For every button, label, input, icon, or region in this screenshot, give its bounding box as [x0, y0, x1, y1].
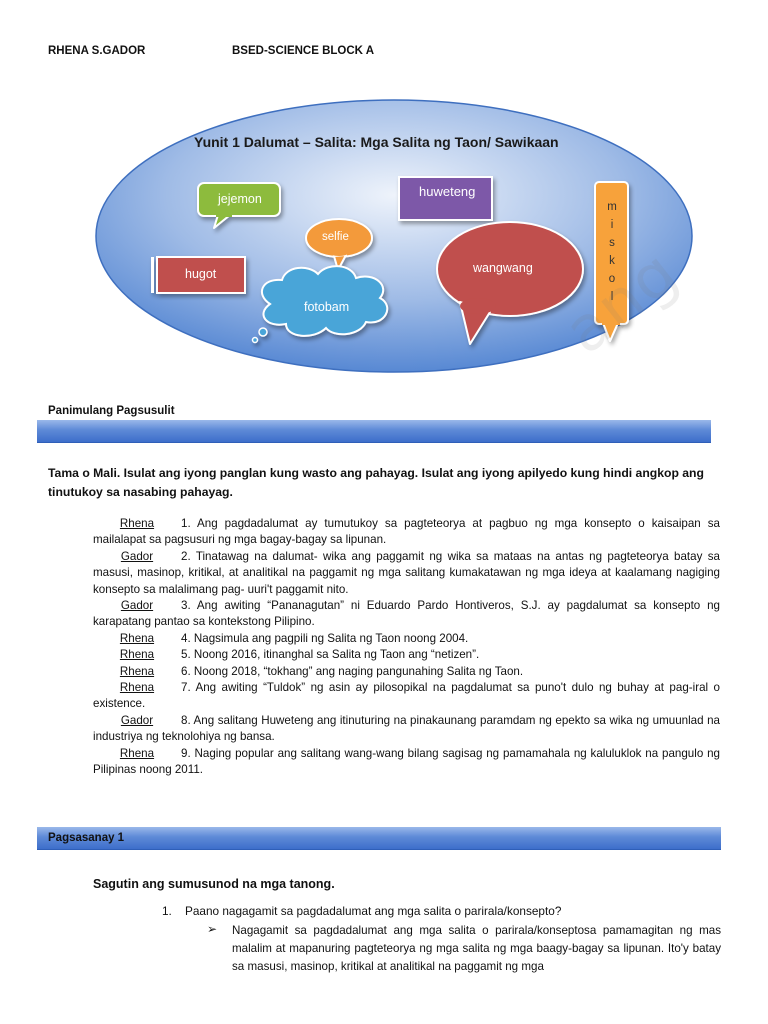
word-jejemon: jejemon — [218, 192, 262, 206]
diagram-graphic — [95, 99, 693, 373]
statement-text: 8. Ang salitang Huweteng ang itinuturing… — [93, 713, 720, 744]
statement-text: 6. Noong 2018, “tokhang” ang naging pang… — [181, 664, 524, 678]
miskol-letter: s — [609, 237, 615, 249]
statement-text: 1. Ang pagdadalumat ay tumutukoy sa pagt… — [93, 517, 720, 547]
statement-text: 5. Noong 2016, itinanghal sa Salita ng T… — [181, 648, 480, 662]
miskol-letter: k — [609, 255, 615, 267]
statement-text: 2. Tinatawag na dalumat- wika ang paggam… — [93, 549, 720, 596]
miskol-letter: m — [607, 201, 617, 213]
hugot-box — [151, 256, 246, 294]
answer-blank: Rhena — [119, 664, 155, 678]
answer-blank: Rhena — [119, 681, 155, 695]
questions-heading: Sagutin ang sumusunod na mga tanong. — [93, 877, 335, 891]
answer-blank: Gador — [120, 713, 154, 727]
question-1: 1. Paano nagagamit sa pagdadalumat ang m… — [162, 904, 562, 918]
jejemon-bubble — [197, 182, 281, 229]
miskol-letter: i — [610, 219, 614, 231]
answer-blank: Rhena — [119, 746, 155, 760]
wangwang-bubble — [436, 221, 584, 345]
arrow-bullet-icon: ➢ — [207, 922, 218, 936]
huweteng-box — [398, 176, 493, 221]
list-item: Rhena 6. Noong 2018, “tokhang” ang naging… — [93, 664, 720, 680]
answer-blank: Rhena — [119, 517, 155, 530]
instructions: Tama o Mali. Isulat ang iyong panglan ku… — [48, 466, 704, 499]
selfie-bubble — [305, 218, 373, 271]
sawikaan-diagram: Yunit 1 Dalumat – Salita: Mga Salita ng … — [90, 94, 700, 384]
section2-bar — [37, 827, 721, 850]
statement-text: 3. Ang awiting “Pananagutan” ni Eduardo … — [93, 599, 720, 629]
diagram-title: Yunit 1 Dalumat – Salita: Mga Salita ng … — [194, 134, 559, 150]
word-selfie: selfie — [322, 231, 349, 243]
miskol-letter: l — [610, 291, 614, 303]
section2-title: Pagsasanay 1 — [48, 832, 125, 844]
miskol-box — [594, 181, 629, 342]
list-item: Rhena 5. Noong 2016, itinanghal sa Salita… — [93, 647, 720, 663]
word-huweteng: huweteng — [419, 184, 476, 199]
answer-blank: Gador — [120, 599, 154, 613]
section1-bar — [37, 420, 711, 443]
answer-blank: Gador — [120, 549, 154, 563]
fotobam-cloud — [251, 265, 389, 344]
statement-text: 7. Ang awiting “Tuldok” ng asin ay pilos… — [93, 681, 720, 711]
miskol-letter: o — [608, 273, 616, 285]
word-fotobam: fotobam — [304, 300, 350, 314]
answer-1: Nagagamit sa pagdadalumat ang mga salita… — [232, 924, 721, 973]
course-block: BSED-SCIENCE BLOCK A — [232, 45, 375, 57]
section1-title: Panimulang Pagsusulit — [48, 405, 175, 417]
word-hugot: hugot — [185, 267, 217, 281]
statement-text: 9. Naging popular ang salitang wang-wang… — [93, 746, 720, 777]
statement-text: 4. Nagsimula ang pagpili ng Salita ng Ta… — [181, 631, 469, 645]
word-wangwang: wangwang — [473, 261, 533, 275]
answer-blank: Rhena — [119, 631, 155, 645]
answer-blank: Rhena — [119, 648, 155, 662]
word-miskol: m i s k o l — [606, 198, 618, 306]
student-name: RHENA S.GADOR — [48, 45, 146, 57]
list-item: Rhena 4. Nagsimula ang pagpili ng Salita … — [93, 631, 720, 647]
